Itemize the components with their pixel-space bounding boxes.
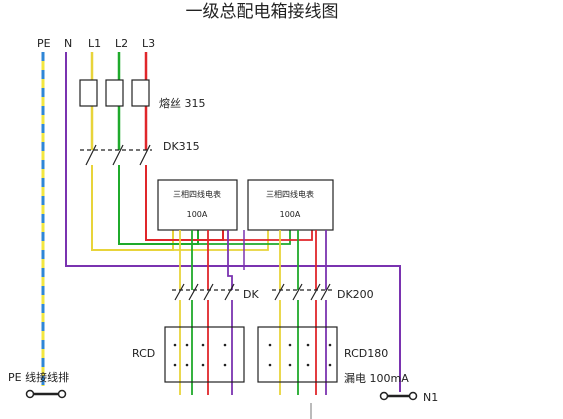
rcd-left-wires <box>179 300 233 395</box>
meter-left-current: 100A <box>187 210 208 219</box>
meter-left-name: 三相四线电表 <box>173 189 221 199</box>
main-switch <box>80 144 152 166</box>
rcd-right-box <box>257 326 338 383</box>
dk-right-label: DK200 <box>337 288 374 301</box>
diagram-title: 一级总配电箱接线图 <box>186 2 339 22</box>
meter-right-current: 100A <box>280 210 301 219</box>
rcd-right-label: RCD180 <box>344 347 388 360</box>
right-meter-outputs <box>279 230 327 290</box>
dk-switch-left <box>172 283 240 301</box>
rcd-left-label: RCD <box>132 347 155 360</box>
n1-bus-bar <box>379 391 418 401</box>
dk-left-label: DK <box>243 288 259 301</box>
l2-wire-lower <box>118 165 199 245</box>
n-wire-label: N <box>64 37 72 50</box>
l3-wire-lower <box>145 165 224 241</box>
l3-branch-right <box>223 230 313 241</box>
dk-switch-right <box>272 283 334 301</box>
rcd-right-wires <box>279 300 327 395</box>
n-wire <box>65 52 401 392</box>
meter-right-name: 三相四线电表 <box>266 189 314 199</box>
rcd-left-box <box>164 326 245 383</box>
leakage-label: 漏电 100mA <box>344 372 409 385</box>
main-switch-label: DK315 <box>163 140 200 153</box>
pe-bar-label: PE 线接线排 <box>8 370 69 384</box>
meter-left: 三相四线电表 100A <box>157 179 238 231</box>
n1-label: N1 <box>423 391 438 404</box>
pe-wire-label: PE <box>37 37 51 50</box>
l1-wire-label: L1 <box>88 37 101 50</box>
l2-wire-label: L2 <box>115 37 128 50</box>
left-meter-outputs <box>179 230 233 290</box>
fuse-label: 熔丝 315 <box>159 96 206 110</box>
fuse-block <box>79 79 150 107</box>
l1-branch-right <box>173 230 269 251</box>
l3-wire-label: L3 <box>142 37 155 50</box>
meter-right: 三相四线电表 100A <box>247 179 334 231</box>
pe-bus-bar <box>25 389 67 399</box>
